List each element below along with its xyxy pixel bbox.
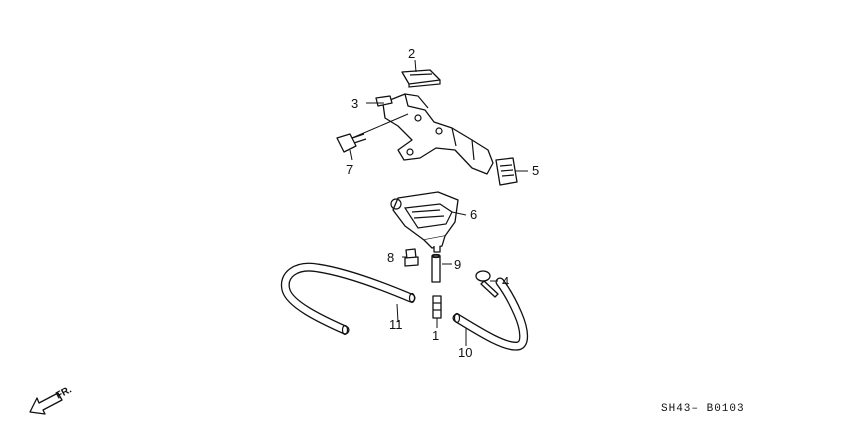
leader-lines: [349, 59, 528, 346]
part-2-cover: [401, 69, 441, 88]
part-7-bolt: [336, 133, 367, 153]
callout-4: 4: [502, 274, 509, 289]
part-5-cap: [495, 157, 518, 186]
part-8-bolt: [404, 248, 419, 267]
part-11-hose: [280, 262, 416, 336]
diagram-code: SH43– B0103: [661, 403, 745, 415]
callouts: 2 3 7 5 6 8 9 4 11 1 10: [346, 46, 539, 360]
callout-7: 7: [346, 162, 353, 177]
front-direction-arrow-icon: FR.: [29, 384, 74, 415]
callout-3: 3: [351, 96, 358, 111]
callout-6: 6: [470, 207, 477, 222]
callout-1: 1: [432, 328, 439, 343]
part-10-hose: [452, 277, 529, 351]
part-4-joint: [475, 270, 499, 298]
callout-11: 11: [389, 317, 403, 332]
part-3-bracket: [375, 93, 494, 175]
part-6-sensor: [390, 191, 459, 253]
front-direction-label: FR.: [54, 384, 74, 401]
callout-8: 8: [387, 250, 394, 265]
callout-9: 9: [454, 257, 461, 272]
callout-2: 2: [408, 46, 415, 61]
callout-5: 5: [532, 163, 539, 178]
callout-10: 10: [458, 345, 472, 360]
part-1-joint: [432, 295, 442, 319]
part-9-tube: [431, 253, 441, 283]
